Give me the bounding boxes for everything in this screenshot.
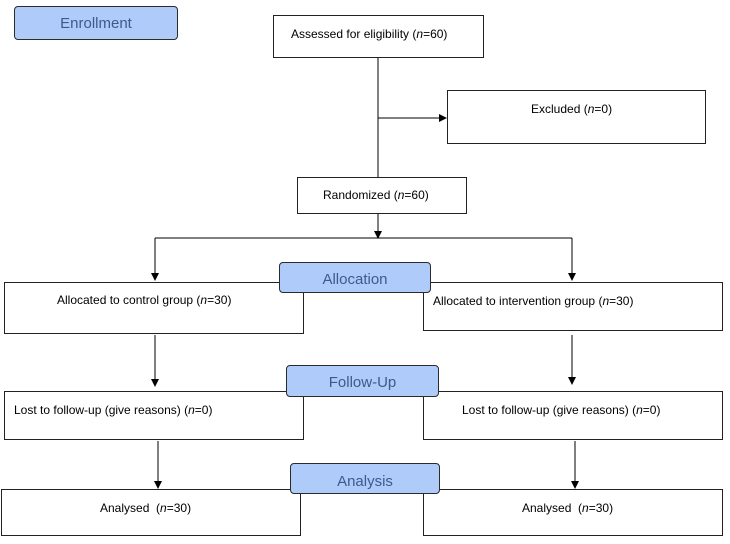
analysed-control-label: Analysed (n=30) [100,501,192,515]
box-alloc-intervention: Allocated to intervention group (n=30) [423,282,723,331]
excluded-label: Excluded (n=0) [531,102,613,116]
stage-enrollment: Enrollment [14,6,178,40]
stage-analysis: Analysis [290,463,440,494]
box-analysed-control: Analysed (n=30) [1,489,301,536]
box-assessed: Assessed for eligibility (n=60) [273,15,484,58]
lost-intervention-label: Lost to follow-up (give reasons) (n=0) [462,403,661,417]
alloc-intervention-label: Allocated to intervention group (n=30) [433,294,634,308]
alloc-control-label: Allocated to control group (n=30) [57,293,232,307]
stage-follow-up: Follow-Up [286,365,439,397]
assessed-label: Assessed for eligibility (n=60) [291,27,448,41]
randomized-label: Randomized (n=60) [323,188,429,202]
box-lost-control: Lost to follow-up (give reasons) (n=0) [4,391,304,440]
stage-analysis-label: Analysis [337,473,393,490]
stage-enrollment-label: Enrollment [60,15,132,32]
box-lost-intervention: Lost to follow-up (give reasons) (n=0) [423,391,723,440]
box-alloc-control: Allocated to control group (n=30) [4,282,304,334]
box-randomized: Randomized (n=60) [297,177,467,214]
box-analysed-intervention: Analysed (n=30) [423,489,723,536]
lost-control-label: Lost to follow-up (give reasons) (n=0) [14,403,213,417]
stage-allocation-label: Allocation [322,271,388,288]
stage-follow-up-label: Follow-Up [328,374,397,391]
stage-allocation: Allocation [279,262,431,293]
analysed-intervention-label: Analysed (n=30) [522,501,614,515]
box-excluded: Excluded (n=0) [447,90,706,144]
